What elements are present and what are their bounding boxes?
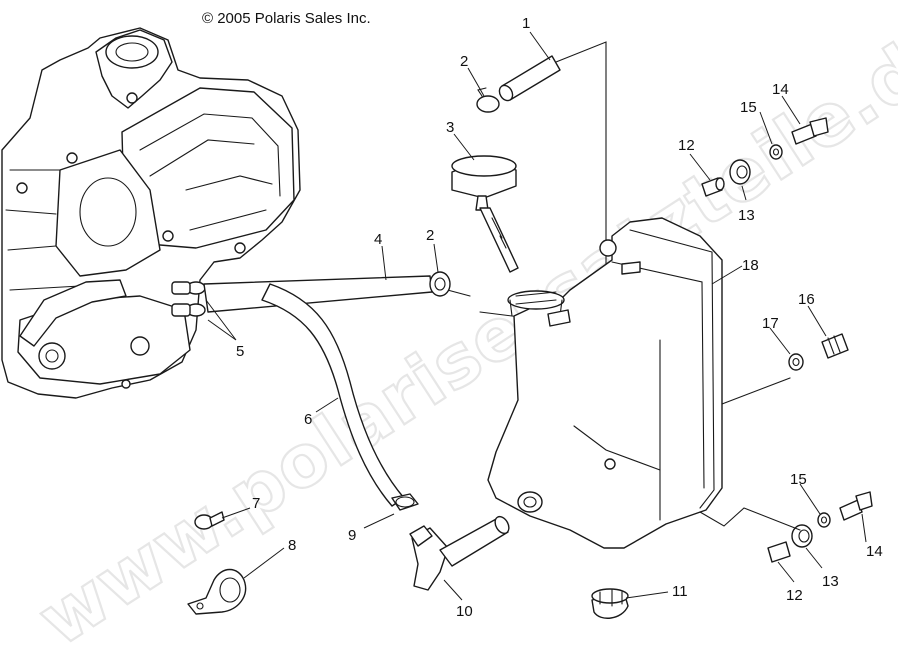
part-15-washer-top — [769, 144, 783, 160]
part-1-vent-tube — [498, 41, 607, 273]
copyright-text: © 2005 Polaris Sales Inc. — [202, 10, 371, 27]
part-9-clamp — [391, 493, 419, 511]
engine-assembly — [1, 27, 301, 399]
part-13-grommet-bottom — [699, 507, 813, 548]
part-17-washer — [721, 353, 804, 405]
callout-1: 1 — [522, 15, 530, 32]
callout-17: 17 — [762, 315, 779, 332]
part-16-fitting — [821, 333, 849, 359]
callout-4: 4 — [374, 231, 382, 248]
leader-lines — [205, 31, 867, 601]
callout-9: 9 — [348, 527, 356, 544]
callout-13-bottom: 13 — [822, 573, 839, 590]
part-12-bushing-top — [701, 177, 725, 197]
callout-13-top: 13 — [738, 207, 755, 224]
part-10-elbow-fitting — [409, 515, 510, 591]
callout-12-top: 12 — [678, 137, 695, 154]
part-14-bolt-bottom — [839, 491, 873, 521]
callout-16: 16 — [798, 291, 815, 308]
callout-5: 5 — [236, 343, 244, 360]
part-15-washer-bottom — [817, 512, 831, 528]
part-6-return-hose — [261, 283, 405, 507]
callout-18: 18 — [742, 257, 759, 274]
part-13-grommet-top — [729, 159, 751, 185]
callout-3: 3 — [446, 119, 454, 136]
callout-2-middle: 2 — [426, 227, 434, 244]
callout-6: 6 — [304, 411, 312, 428]
callouts: 1 2 2 3 4 5 6 7 8 9 10 11 12 12 13 13 14… — [236, 15, 883, 620]
callout-12-bottom: 12 — [786, 587, 803, 604]
part-14-bolt-top — [791, 117, 829, 145]
callout-7: 7 — [252, 495, 260, 512]
part-3-dipstick — [451, 155, 519, 273]
callout-10: 10 — [456, 603, 473, 620]
callout-14-top: 14 — [772, 81, 789, 98]
callout-15-top: 15 — [740, 99, 757, 116]
callout-2-top: 2 — [460, 53, 468, 70]
callout-8: 8 — [288, 537, 296, 554]
part-18-oil-tank — [487, 217, 723, 549]
part-8-clamp — [187, 568, 247, 615]
part-2-clamp-top — [476, 87, 500, 113]
callout-15-bottom: 15 — [790, 471, 807, 488]
callout-14-bottom: 14 — [866, 543, 883, 560]
part-12-bushing-bottom — [767, 541, 791, 563]
part-7-screw — [194, 511, 225, 530]
part-11-cap — [591, 588, 629, 619]
callout-11: 11 — [672, 583, 688, 600]
part-2-clamp-middle — [429, 271, 451, 297]
